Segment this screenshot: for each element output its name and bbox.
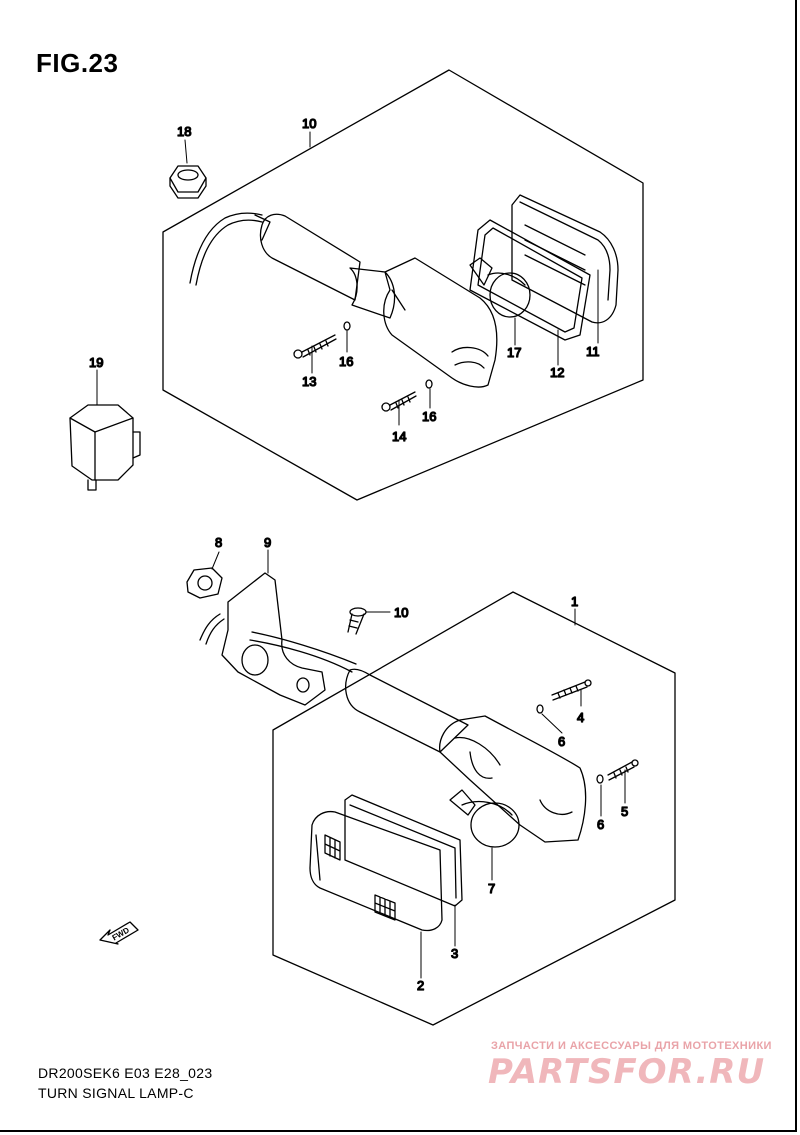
screw-4 (551, 679, 592, 701)
screw-14 (293, 334, 337, 359)
washer-16b (425, 379, 433, 389)
diagram-name: TURN SIGNAL LAMP-C (38, 1085, 194, 1101)
watermark-tagline: ЗАПЧАСТИ И АКСЕССУАРЫ ДЛЯ МОТОТЕХНИКИ (491, 1040, 772, 1052)
callout-16b: 16 (422, 409, 436, 424)
nut-8 (186, 567, 223, 599)
callout-19: 19 (89, 355, 103, 370)
gasket-13 (469, 219, 591, 341)
bulb-7 (449, 789, 520, 848)
leader-lines (96, 131, 626, 979)
upper-assembly-outline (162, 69, 644, 501)
washer-6a (536, 704, 544, 714)
callout-4: 4 (577, 710, 584, 725)
callout-2: 2 (417, 978, 424, 993)
callout-10: 10 (394, 605, 408, 620)
callout-6a: 6 (558, 734, 565, 749)
lower-assembly-outline (272, 591, 676, 1026)
washer-16a (343, 321, 351, 331)
model-code: DR200SEK6 E03 E28_023 (38, 1065, 213, 1081)
turn-signal-lamp-11 (189, 212, 498, 388)
figure-title: FIG.23 (36, 48, 119, 78)
fwd-arrow-icon: FWD (99, 921, 139, 945)
screw-15 (381, 391, 417, 412)
bulb-17 (469, 257, 531, 318)
callout-18: 18 (177, 124, 191, 139)
callout-14: 13 (302, 374, 316, 389)
bracket-9 (199, 572, 326, 706)
callout-7: 7 (488, 881, 495, 896)
callout-12: 11 (586, 344, 600, 359)
callout-13: 12 (550, 365, 564, 380)
callout-11: 10 (302, 116, 316, 131)
lens-2 (309, 810, 443, 932)
callout-9: 9 (264, 535, 271, 550)
callout-8: 8 (215, 535, 222, 550)
callout-3: 3 (451, 946, 458, 961)
washer-6b (596, 774, 604, 784)
relay-19 (69, 404, 141, 491)
callout-16a: 16 (339, 354, 353, 369)
gasket-3 (344, 794, 463, 907)
callout-17: 17 (507, 345, 521, 360)
nut-18 (169, 165, 207, 199)
turn-signal-lamp-1 (249, 631, 587, 843)
callout-15: 14 (392, 429, 406, 444)
callout-5: 5 (621, 804, 628, 819)
callout-1: 1 (571, 594, 578, 609)
lens-12 (511, 194, 619, 324)
watermark-logo: PARTSFOR.RU (488, 1052, 766, 1092)
screw-5 (607, 759, 639, 781)
callout-6b: 6 (597, 817, 604, 832)
screw-10 (347, 607, 367, 635)
